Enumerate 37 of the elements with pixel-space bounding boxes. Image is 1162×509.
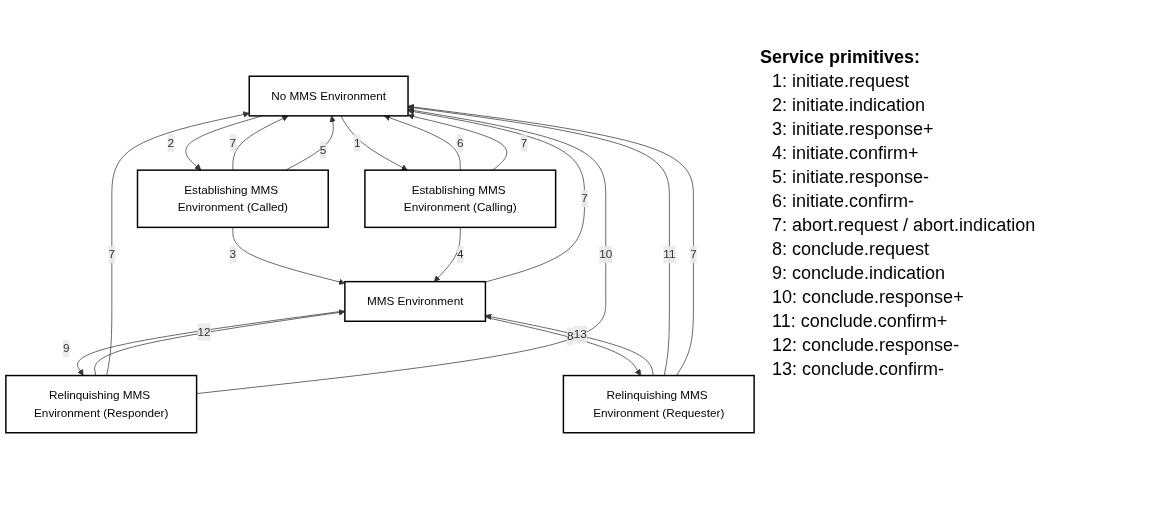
legend-heading: Service primitives: [760,46,922,69]
node-box: Establishing MMS Environment (Called) [136,169,329,229]
legend-item: 6: initiate.confirm- [771,190,916,213]
legend-item: 3: initiate.response+ [771,118,935,141]
edge-label: 7 [520,136,528,149]
legend-item: 4: initiate.confirm+ [771,142,920,165]
edge-label: 7 [108,247,116,261]
edge-label: 8 [566,329,574,343]
node-box: Relinquishing MMS Environment (Requester) [562,374,755,434]
edge-label: 6 [457,136,464,149]
edge-label: 11 [663,247,676,261]
edge-label: 2 [167,136,174,149]
legend-item: 9: conclude.indication [771,262,947,285]
node-box: No MMS Environment [248,75,409,117]
node-box: Relinquishing MMS Environment (Responder) [5,374,198,434]
edge-label: 7 [229,136,237,149]
node-box: MMS Environment [344,280,487,322]
edge-label: 9 [62,341,70,355]
edge-label: 3 [229,247,237,261]
legend-item: 7: abort.request / abort.indication [771,214,1037,237]
legend-item: 12: conclude.response- [771,334,961,357]
edge-label: 12 [197,325,211,338]
edge-label: 13 [573,328,587,341]
edge-label: 4 [457,247,464,261]
legend-item: 5: initiate.response- [771,166,931,189]
legend-item: 2: initiate.indication [771,94,927,117]
edge-label: 7 [690,247,697,261]
edge-label: 1 [353,136,361,149]
legend-item: 1: initiate.request [771,70,911,93]
legend-item: 11: conclude.confirm+ [771,310,949,333]
legend-item: 8: conclude.request [771,238,931,261]
node-box: Establishing MMS Environment (Calling) [364,169,557,229]
edge-label: 5 [319,143,327,156]
legend-item: 13: conclude.confirm- [771,358,946,381]
edge-label: 7 [581,192,588,205]
edge-label: 10 [599,247,613,261]
legend-item: 10: conclude.response+ [771,286,965,309]
